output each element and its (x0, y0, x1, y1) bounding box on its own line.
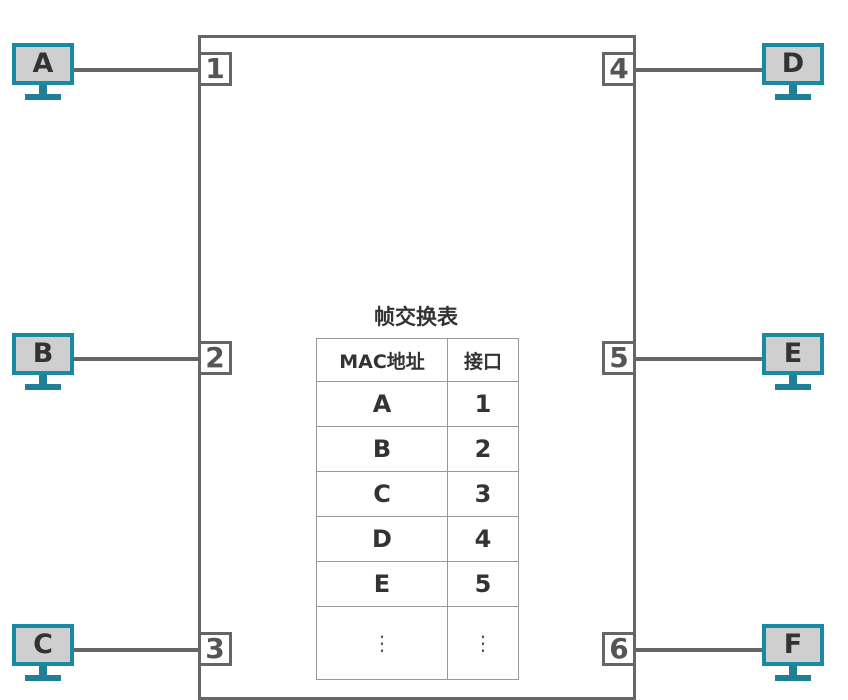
header-mac: MAC地址 (316, 338, 448, 382)
link-c-3 (74, 648, 200, 652)
monitor-base (775, 94, 811, 100)
link-f-6 (636, 648, 768, 652)
monitor-stand (39, 375, 47, 385)
port-2: 2 (198, 341, 232, 375)
monitor-stand (39, 666, 47, 676)
cell-mac: C (316, 471, 448, 517)
table-header-row: MAC地址 接口 (316, 338, 519, 382)
host-e: E (762, 333, 824, 397)
monitor-base (25, 94, 61, 100)
table-title: 帧交换表 (374, 305, 458, 329)
table-row: D 4 (316, 516, 519, 562)
monitor-icon: A (12, 43, 74, 85)
port-5: 5 (602, 341, 636, 375)
cell-interface: 4 (447, 516, 519, 562)
monitor-base (775, 675, 811, 681)
monitor-icon: F (762, 624, 824, 666)
monitor-icon: C (12, 624, 74, 666)
host-label: E (766, 337, 820, 371)
link-b-2 (74, 357, 200, 361)
cell-mac: ⋮ (316, 606, 448, 680)
cell-interface: 1 (447, 381, 519, 427)
host-label: A (16, 47, 70, 81)
table-row: B 2 (316, 426, 519, 472)
monitor-stand (789, 85, 797, 95)
host-f: F (762, 624, 824, 688)
table-row: ⋮ ⋮ (316, 606, 519, 680)
table-row: C 3 (316, 471, 519, 517)
frame-switching-table: MAC地址 接口 A 1 B 2 C 3 D 4 E 5 ⋮ ⋮ (316, 338, 519, 680)
cell-interface: 2 (447, 426, 519, 472)
cell-mac: B (316, 426, 448, 472)
host-c: C (12, 624, 74, 688)
host-a: A (12, 43, 74, 107)
monitor-stand (789, 666, 797, 676)
host-label: C (16, 628, 70, 662)
monitor-stand (789, 375, 797, 385)
cell-mac: A (316, 381, 448, 427)
host-b: B (12, 333, 74, 397)
monitor-base (25, 675, 61, 681)
port-6: 6 (602, 632, 636, 666)
link-e-5 (636, 357, 768, 361)
monitor-icon: D (762, 43, 824, 85)
link-a-1 (74, 68, 200, 72)
port-4: 4 (602, 52, 636, 86)
cell-interface: 3 (447, 471, 519, 517)
cell-mac: E (316, 561, 448, 607)
host-label: D (766, 47, 820, 81)
host-d: D (762, 43, 824, 107)
monitor-icon: E (762, 333, 824, 375)
header-interface: 接口 (447, 338, 519, 382)
link-d-4 (636, 68, 768, 72)
monitor-base (25, 384, 61, 390)
monitor-icon: B (12, 333, 74, 375)
port-1: 1 (198, 52, 232, 86)
monitor-stand (39, 85, 47, 95)
cell-mac: D (316, 516, 448, 562)
host-label: F (766, 628, 820, 662)
cell-interface: ⋮ (447, 606, 519, 680)
host-label: B (16, 337, 70, 371)
port-3: 3 (198, 632, 232, 666)
monitor-base (775, 384, 811, 390)
cell-interface: 5 (447, 561, 519, 607)
table-row: E 5 (316, 561, 519, 607)
table-row: A 1 (316, 381, 519, 427)
